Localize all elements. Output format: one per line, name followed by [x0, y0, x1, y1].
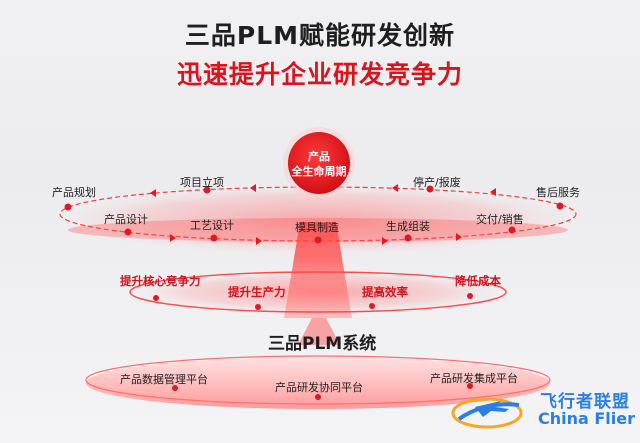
middle-ring-nodes [153, 293, 473, 310]
page-title: 三品PLM赋能研发创新 [184, 21, 456, 50]
middle-ring-glow [130, 270, 506, 314]
airplane-icon [475, 401, 509, 417]
outer-ring-band [68, 218, 568, 242]
platform-disc-rim [85, 355, 551, 405]
benefit-productivity: 提升生产力 [228, 285, 286, 299]
platform-integration: 产品研发集成平台 [430, 372, 518, 385]
page-subtitle: 迅速提升企业研发竞争力 [176, 60, 463, 89]
platform-data-management: 产品数据管理平台 [120, 373, 208, 386]
stage-assembly: 生成组装 [386, 220, 430, 233]
stage-project-initiation: 项目立项 [180, 176, 224, 189]
system-title: 三品PLM系统 [268, 334, 377, 354]
stage-product-design: 产品设计 [104, 213, 148, 226]
stage-delivery-sales: 交付/销售 [476, 213, 524, 226]
outer-ring-glow [56, 184, 580, 256]
platform-collaboration: 产品研发协同平台 [275, 381, 363, 394]
watermark-orbit-icon [451, 397, 523, 429]
outer-ring-nodes [64, 185, 564, 244]
center-label-line1: 产品 [308, 150, 330, 163]
outer-ring-arrows [150, 184, 496, 245]
stage-discontinue-scrap: 停产/报废 [413, 176, 461, 189]
stage-process-design: 工艺设计 [190, 219, 234, 232]
watermark-cn: 飞行者联盟 [540, 392, 630, 412]
middle-ring [129, 271, 507, 313]
watermark-en: China Flier [538, 409, 636, 428]
stage-after-sales: 售后服务 [536, 186, 580, 199]
watermark-logo [451, 397, 523, 429]
stage-product-planning: 产品规划 [52, 186, 96, 199]
stage-mold-manufacturing: 模具制造 [295, 221, 339, 234]
center-disc [288, 132, 350, 194]
center-label: 产品 全生命周期 [286, 149, 352, 179]
platform-disc [86, 357, 550, 409]
benefit-cost-reduction: 降低成本 [455, 274, 501, 288]
platform-nodes [172, 383, 473, 400]
benefit-core-competitiveness: 提升核心竞争力 [120, 274, 201, 288]
benefit-efficiency: 提高效率 [362, 285, 408, 299]
center-label-line2: 全生命周期 [291, 165, 347, 178]
cone-base [298, 318, 340, 345]
